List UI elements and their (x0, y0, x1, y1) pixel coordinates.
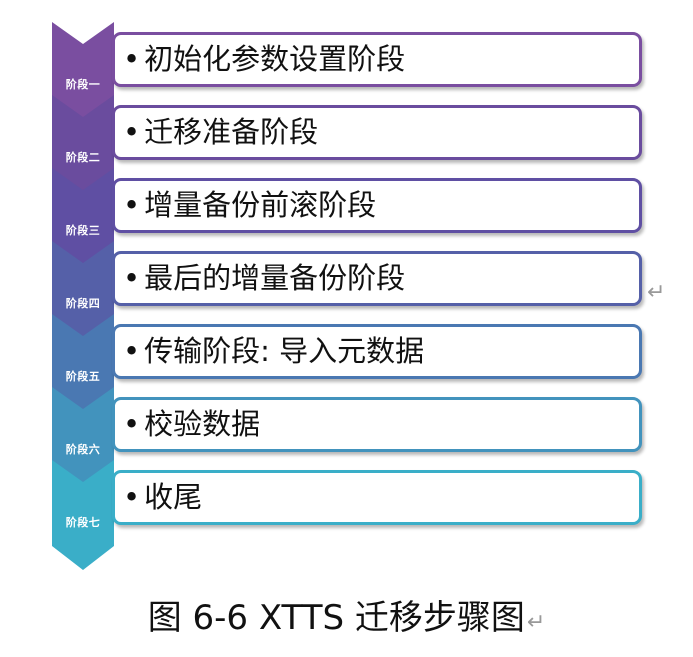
chevron-shape (52, 314, 114, 424)
chevron-shape (52, 460, 114, 570)
figure-caption: 图 6-6 XTTS 迁移步骤图↵ (0, 590, 693, 639)
bullet-icon: • (123, 115, 141, 149)
step-description: 迁移准备阶段 (144, 115, 319, 149)
chevron-shape (52, 387, 114, 497)
bullet-icon: • (123, 42, 141, 76)
bullet-icon: • (123, 188, 141, 222)
stage-step-box-7: •收尾 (112, 470, 642, 525)
stage-step-text: •迁移准备阶段 (123, 112, 318, 152)
stage-step-box-6: •校验数据 (112, 397, 642, 452)
step-description: 传输阶段: 导入元数据 (144, 334, 425, 368)
bullet-icon: • (123, 407, 141, 441)
stage-step-box-1: •初始化参数设置阶段 (112, 32, 642, 87)
stage-chevron-3: 阶段三 (52, 168, 114, 280)
stage-step-box-4: •最后的增量备份阶段 (112, 251, 642, 306)
step-description: 增量备份前滚阶段 (144, 188, 377, 222)
paragraph-mark-icon: ↵ (647, 280, 666, 305)
stage-chevron-1: 阶段一 (52, 22, 114, 134)
chevron-shape (52, 22, 114, 132)
step-description: 校验数据 (144, 407, 261, 441)
stage-step-text: •校验数据 (123, 404, 260, 444)
chevron-down-icon (52, 22, 114, 132)
stage-step-box-3: •增量备份前滚阶段 (112, 178, 642, 233)
stage-chevron-7: 阶段七 (52, 460, 114, 572)
chevron-down-icon (52, 314, 114, 424)
stage-step-box-5: •传输阶段: 导入元数据 (112, 324, 642, 379)
stage-label: 阶段一 (65, 78, 101, 91)
bullet-icon: • (123, 261, 141, 295)
step-description: 最后的增量备份阶段 (144, 261, 406, 295)
bullet-icon: • (123, 334, 141, 368)
chevron-down-icon (52, 241, 114, 351)
stage-chevron-5: 阶段五 (52, 314, 114, 426)
stage-label: 阶段五 (65, 370, 101, 383)
stage-step-box-2: •迁移准备阶段 (112, 105, 642, 160)
stage-label: 阶段三 (65, 224, 101, 237)
caption-text: 图 6-6 XTTS 迁移步骤图 (147, 598, 525, 638)
stage-label: 阶段六 (65, 443, 101, 456)
step-description: 初始化参数设置阶段 (144, 42, 406, 76)
stage-step-text: •传输阶段: 导入元数据 (123, 331, 424, 371)
stage-chevron-6: 阶段六 (52, 387, 114, 499)
step-description: 收尾 (144, 480, 203, 514)
chevron-down-icon (52, 95, 114, 205)
stage-chevron-4: 阶段四 (52, 241, 114, 353)
stage-label: 阶段七 (65, 516, 101, 529)
stage-step-text: •增量备份前滚阶段 (123, 185, 376, 225)
chevron-shape (52, 168, 114, 278)
chevron-down-icon (52, 168, 114, 278)
stage-step-text: •初始化参数设置阶段 (123, 39, 405, 79)
chevron-shape (52, 95, 114, 205)
chevron-down-icon (52, 387, 114, 497)
paragraph-mark-icon: ↵ (526, 610, 546, 635)
stage-label: 阶段四 (65, 297, 101, 310)
stage-step-text: •最后的增量备份阶段 (123, 258, 405, 298)
stage-label: 阶段二 (65, 151, 101, 164)
stage-step-text: •收尾 (123, 477, 202, 517)
stage-chevron-2: 阶段二 (52, 95, 114, 207)
bullet-icon: • (123, 480, 141, 514)
chevron-shape (52, 241, 114, 351)
chevron-down-icon (52, 460, 114, 570)
xtts-step-diagram: 阶段一•初始化参数设置阶段阶段二•迁移准备阶段阶段三•增量备份前滚阶段阶段四•最… (52, 22, 642, 572)
